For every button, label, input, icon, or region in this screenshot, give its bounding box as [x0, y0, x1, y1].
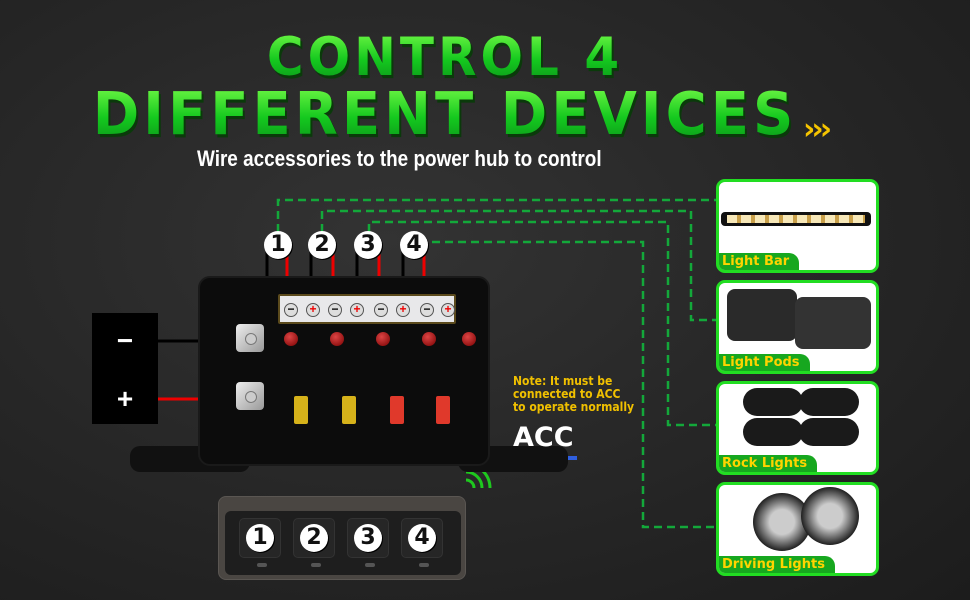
device-label: Light Bar: [719, 253, 800, 270]
positive-post-bolt: [236, 382, 264, 410]
terminal-neg-4: −: [420, 303, 434, 317]
remote-led: [365, 563, 375, 567]
hub-body: − + − + − + − +: [198, 276, 490, 466]
device-label: Light Pods: [719, 354, 810, 371]
device-card-rock-lights: Rock Lights: [716, 381, 879, 475]
rock-light-image: [799, 388, 859, 416]
light-pod-image: [795, 297, 871, 349]
fuse-yellow: [294, 396, 308, 424]
remote-button-panel: 1 2 3 4: [225, 511, 461, 575]
note-line: connected to ACC: [513, 387, 621, 401]
headline-line-1: CONTROL 4: [0, 27, 930, 88]
battery-negative-label: −: [116, 325, 134, 356]
wireless-remote: 1 2 3 4: [218, 496, 466, 580]
channel-2-badge: 2: [308, 231, 336, 259]
led-indicator: [422, 332, 436, 346]
device-card-driving-lights: Driving Lights: [716, 482, 879, 576]
terminal-pos-2: +: [350, 303, 364, 317]
fuse-red: [436, 396, 450, 424]
terminal-neg-2: −: [328, 303, 342, 317]
led-indicator: [284, 332, 298, 346]
rock-light-image: [743, 388, 803, 416]
light-pod-image: [727, 289, 797, 341]
negative-post-bolt: [236, 324, 264, 352]
acc-note: Note: It must be connected to ACC to ope…: [513, 375, 634, 414]
acc-label: ACC: [513, 422, 574, 453]
light-bar-image: [721, 212, 871, 226]
remote-button-4[interactable]: 4: [401, 518, 443, 558]
remote-button-1[interactable]: 1: [239, 518, 281, 558]
channel-4-badge: 4: [400, 231, 428, 259]
fuse-yellow: [342, 396, 356, 424]
rock-light-image: [743, 418, 803, 446]
terminal-strip: − + − + − + − +: [278, 294, 456, 324]
led-indicator: [330, 332, 344, 346]
note-line: Note: It must be: [513, 374, 613, 388]
battery-positive-label: +: [116, 383, 134, 414]
headline-line-2: DIFFERENT DEVICES: [0, 80, 930, 148]
rock-light-image: [799, 418, 859, 446]
remote-button-3[interactable]: 3: [347, 518, 389, 558]
fuse-red: [390, 396, 404, 424]
button-number: 1: [246, 524, 274, 552]
subtitle: Wire accessories to the power hub to con…: [197, 146, 602, 171]
channel-3-badge: 3: [354, 231, 382, 259]
terminal-pos-4: +: [441, 303, 455, 317]
terminal-pos-3: +: [396, 303, 410, 317]
channel-1-badge: 1: [264, 231, 292, 259]
driving-light-image: [801, 487, 859, 545]
device-card-light-bar: Light Bar: [716, 179, 879, 273]
remote-led: [311, 563, 321, 567]
terminal-neg-3: −: [374, 303, 388, 317]
note-line: to operate normally: [513, 400, 635, 414]
button-number: 3: [354, 524, 382, 552]
device-card-light-pods: Light Pods: [716, 280, 879, 374]
terminal-neg-1: −: [284, 303, 298, 317]
button-number: 4: [408, 524, 436, 552]
chevron-arrows-icon: ›››: [803, 112, 832, 147]
remote-led: [419, 563, 429, 567]
led-indicator: [462, 332, 476, 346]
led-indicator: [376, 332, 390, 346]
device-label: Rock Lights: [719, 455, 818, 472]
device-label: Driving Lights: [719, 556, 835, 573]
terminal-pos-1: +: [306, 303, 320, 317]
remote-button-2[interactable]: 2: [293, 518, 335, 558]
button-number: 2: [300, 524, 328, 552]
battery-terminals: − +: [92, 313, 158, 424]
remote-led: [257, 563, 267, 567]
power-hub: − + − + − + − +: [130, 266, 568, 476]
